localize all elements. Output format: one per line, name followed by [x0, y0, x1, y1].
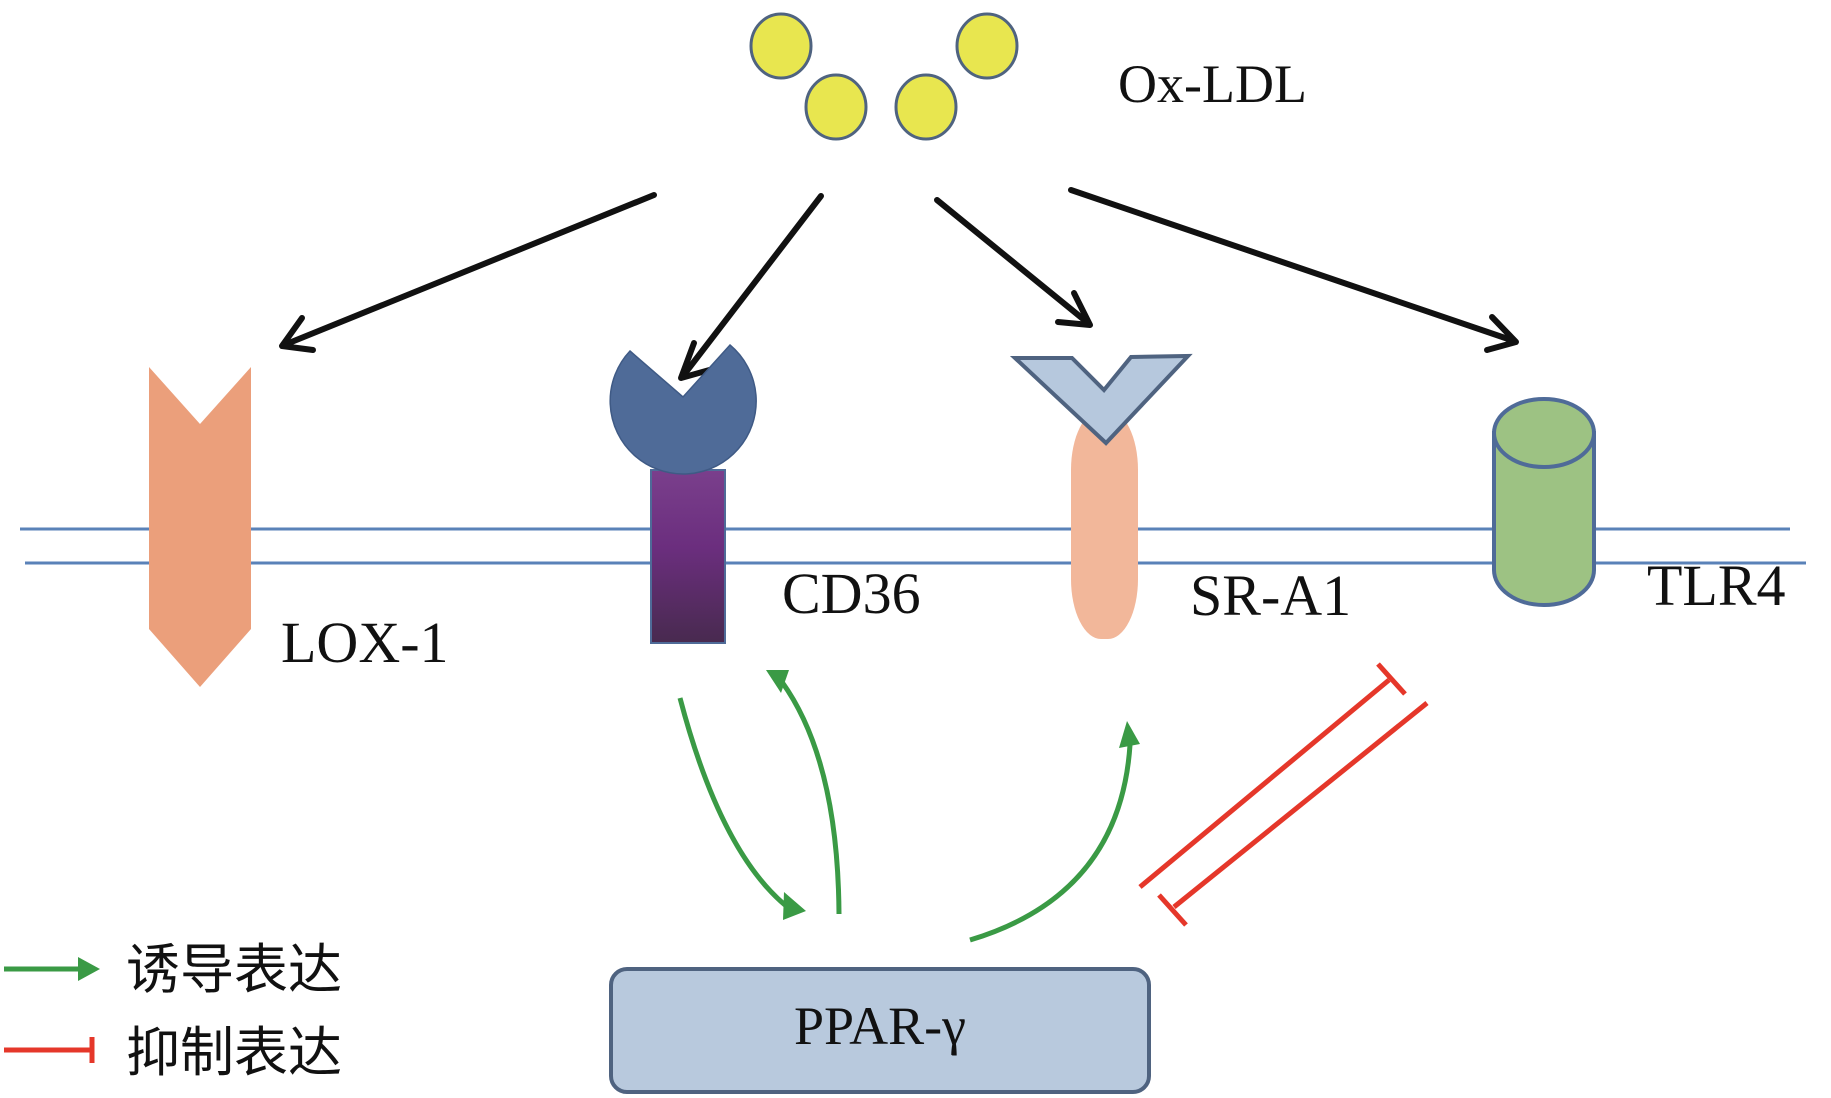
legend-induce-label: 诱导表达: [126, 938, 342, 1001]
pparg-label: PPAR-γ: [794, 996, 966, 1056]
arrow-pparg-to-cd36: [766, 670, 842, 915]
inhibit-lines: [1138, 662, 1429, 927]
arrow-pparg-to-sra1: [969, 721, 1140, 943]
cd36-receptor: [609, 343, 757, 644]
legend: 诱导表达 抑制表达: [4, 938, 342, 1084]
ox-ldl-particle: [955, 12, 1019, 80]
arrow-oxldl-to-tlr4: [1068, 187, 1519, 353]
legend-inhibit-label: 抑制表达: [126, 1021, 342, 1084]
legend-induce: 诱导表达: [4, 938, 342, 1001]
tlr4-label: TLR4: [1647, 553, 1786, 618]
pparg-box: PPAR-γ: [609, 967, 1151, 1094]
inhibit-tlr4-to-pparg: [1157, 701, 1429, 927]
arrow-oxldl-to-sra1: [934, 197, 1093, 328]
ox-ldl-particle: [804, 73, 868, 141]
binding-arrows: [279, 187, 1519, 381]
ox-ldl-particle: [749, 12, 813, 80]
lox1-label: LOX-1: [281, 610, 449, 675]
legend-inhibit: 抑制表达: [4, 1021, 342, 1084]
ox-ldl-label: Ox-LDL: [1118, 54, 1307, 114]
cd36-label: CD36: [782, 561, 921, 626]
lox1-receptor: [149, 367, 251, 687]
arrow-oxldl-to-cd36: [678, 193, 824, 381]
ox-ldl-particles: [749, 12, 1019, 141]
arrow-oxldl-to-lox1: [279, 192, 657, 353]
legend-induce-arrowhead-icon: [78, 957, 100, 981]
arrow-cd36-to-pparg: [677, 697, 806, 920]
sra1-receptor: [1009, 353, 1193, 639]
ox-ldl-particle: [894, 73, 958, 141]
tlr4-receptor: [1492, 397, 1596, 607]
sra1-label: SR-A1: [1190, 563, 1351, 628]
induce-arrows: [677, 670, 1140, 943]
inhibit-pparg-to-tlr4: [1138, 662, 1407, 889]
